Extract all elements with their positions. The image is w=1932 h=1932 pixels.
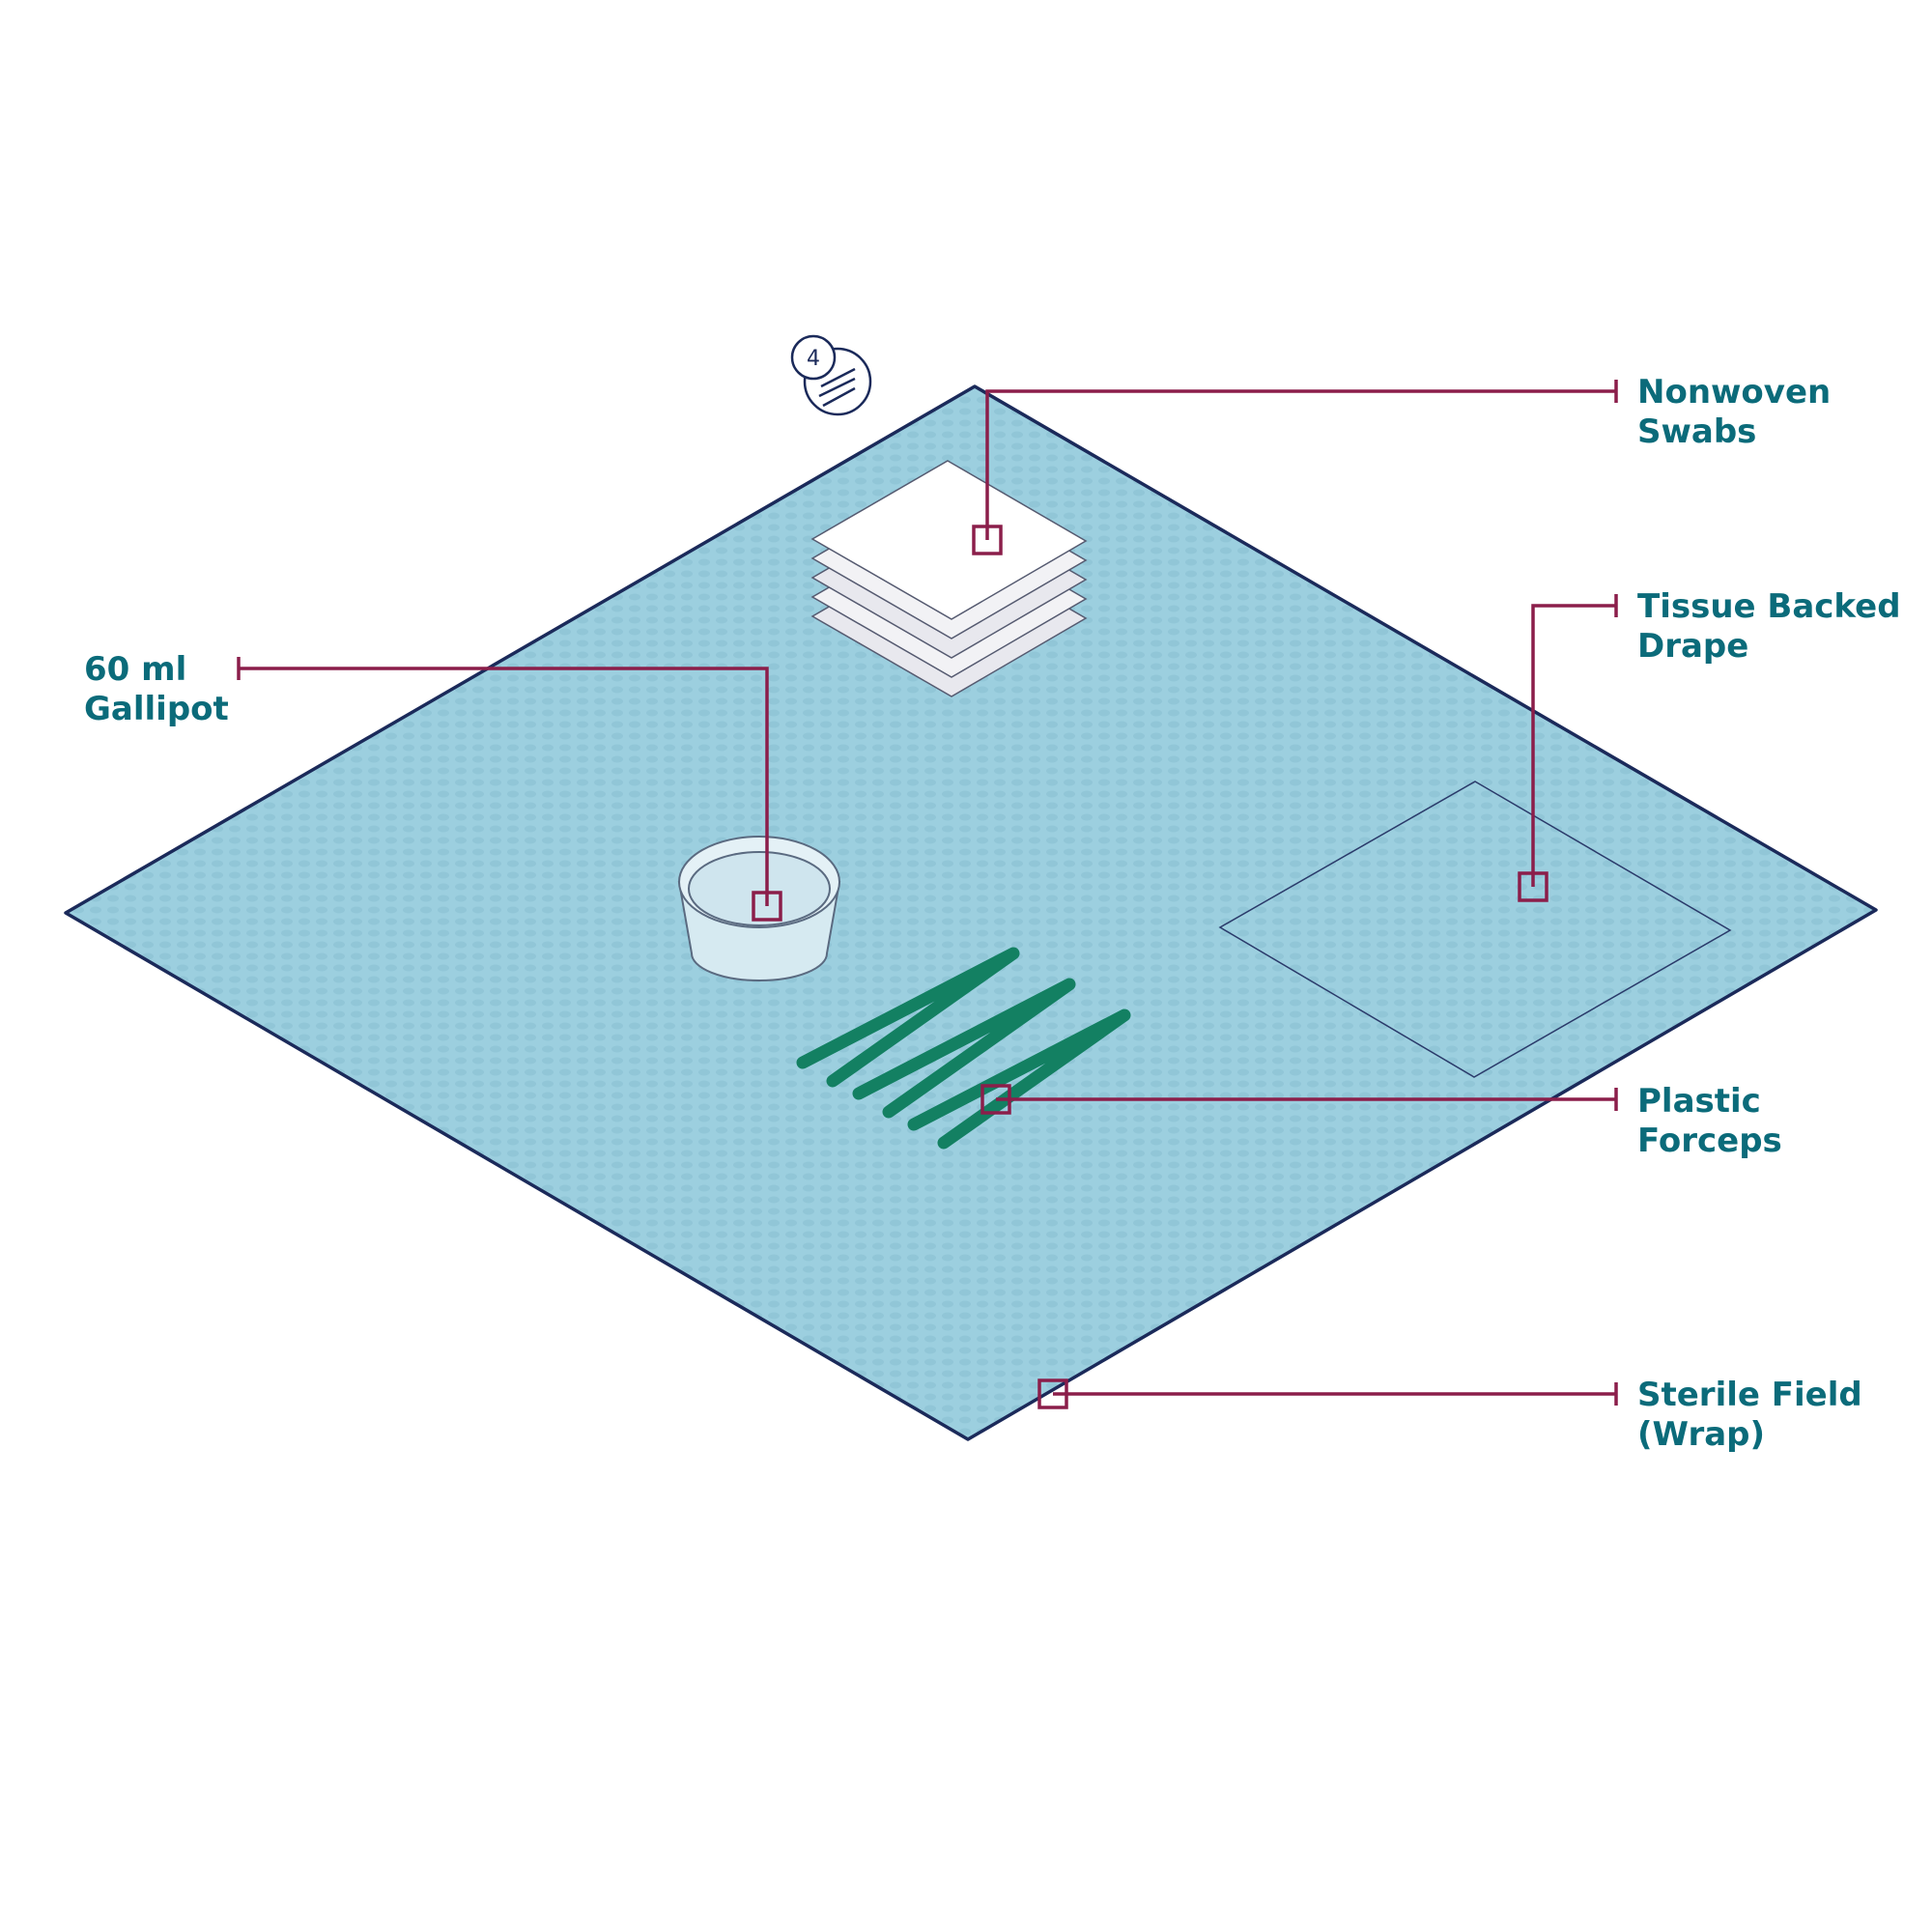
label-line: Swabs [1637,412,1757,451]
label-tissue-backed-drape: Tissue Backed Drape [1637,587,1901,667]
swab-count-badge [790,334,872,416]
label-line: Gallipot [84,690,229,728]
label-line: Forceps [1637,1122,1782,1160]
label-line: Plastic [1637,1082,1761,1121]
leader-lines [237,380,1618,1409]
label-line: Tissue Backed [1637,587,1901,626]
label-plastic-forceps: Plastic Forceps [1637,1082,1782,1161]
label-line: 60 ml [84,650,187,689]
gallipot [677,836,841,981]
label-gallipot: 60 ml Gallipot [84,650,229,729]
label-line: (Wrap) [1637,1415,1766,1454]
tissue-backed-drape [1218,781,1732,1078]
nonwoven-swabs [810,460,1088,697]
label-nonwoven-swabs: Nonwoven Swabs [1637,373,1831,452]
swab-count: 4 [807,347,820,371]
label-sterile-field: Sterile Field (Wrap) [1637,1376,1862,1455]
label-line: Sterile Field [1637,1376,1862,1414]
label-line: Nonwoven [1637,373,1832,412]
label-line: Drape [1637,627,1749,666]
sterile-field [64,384,1878,1441]
